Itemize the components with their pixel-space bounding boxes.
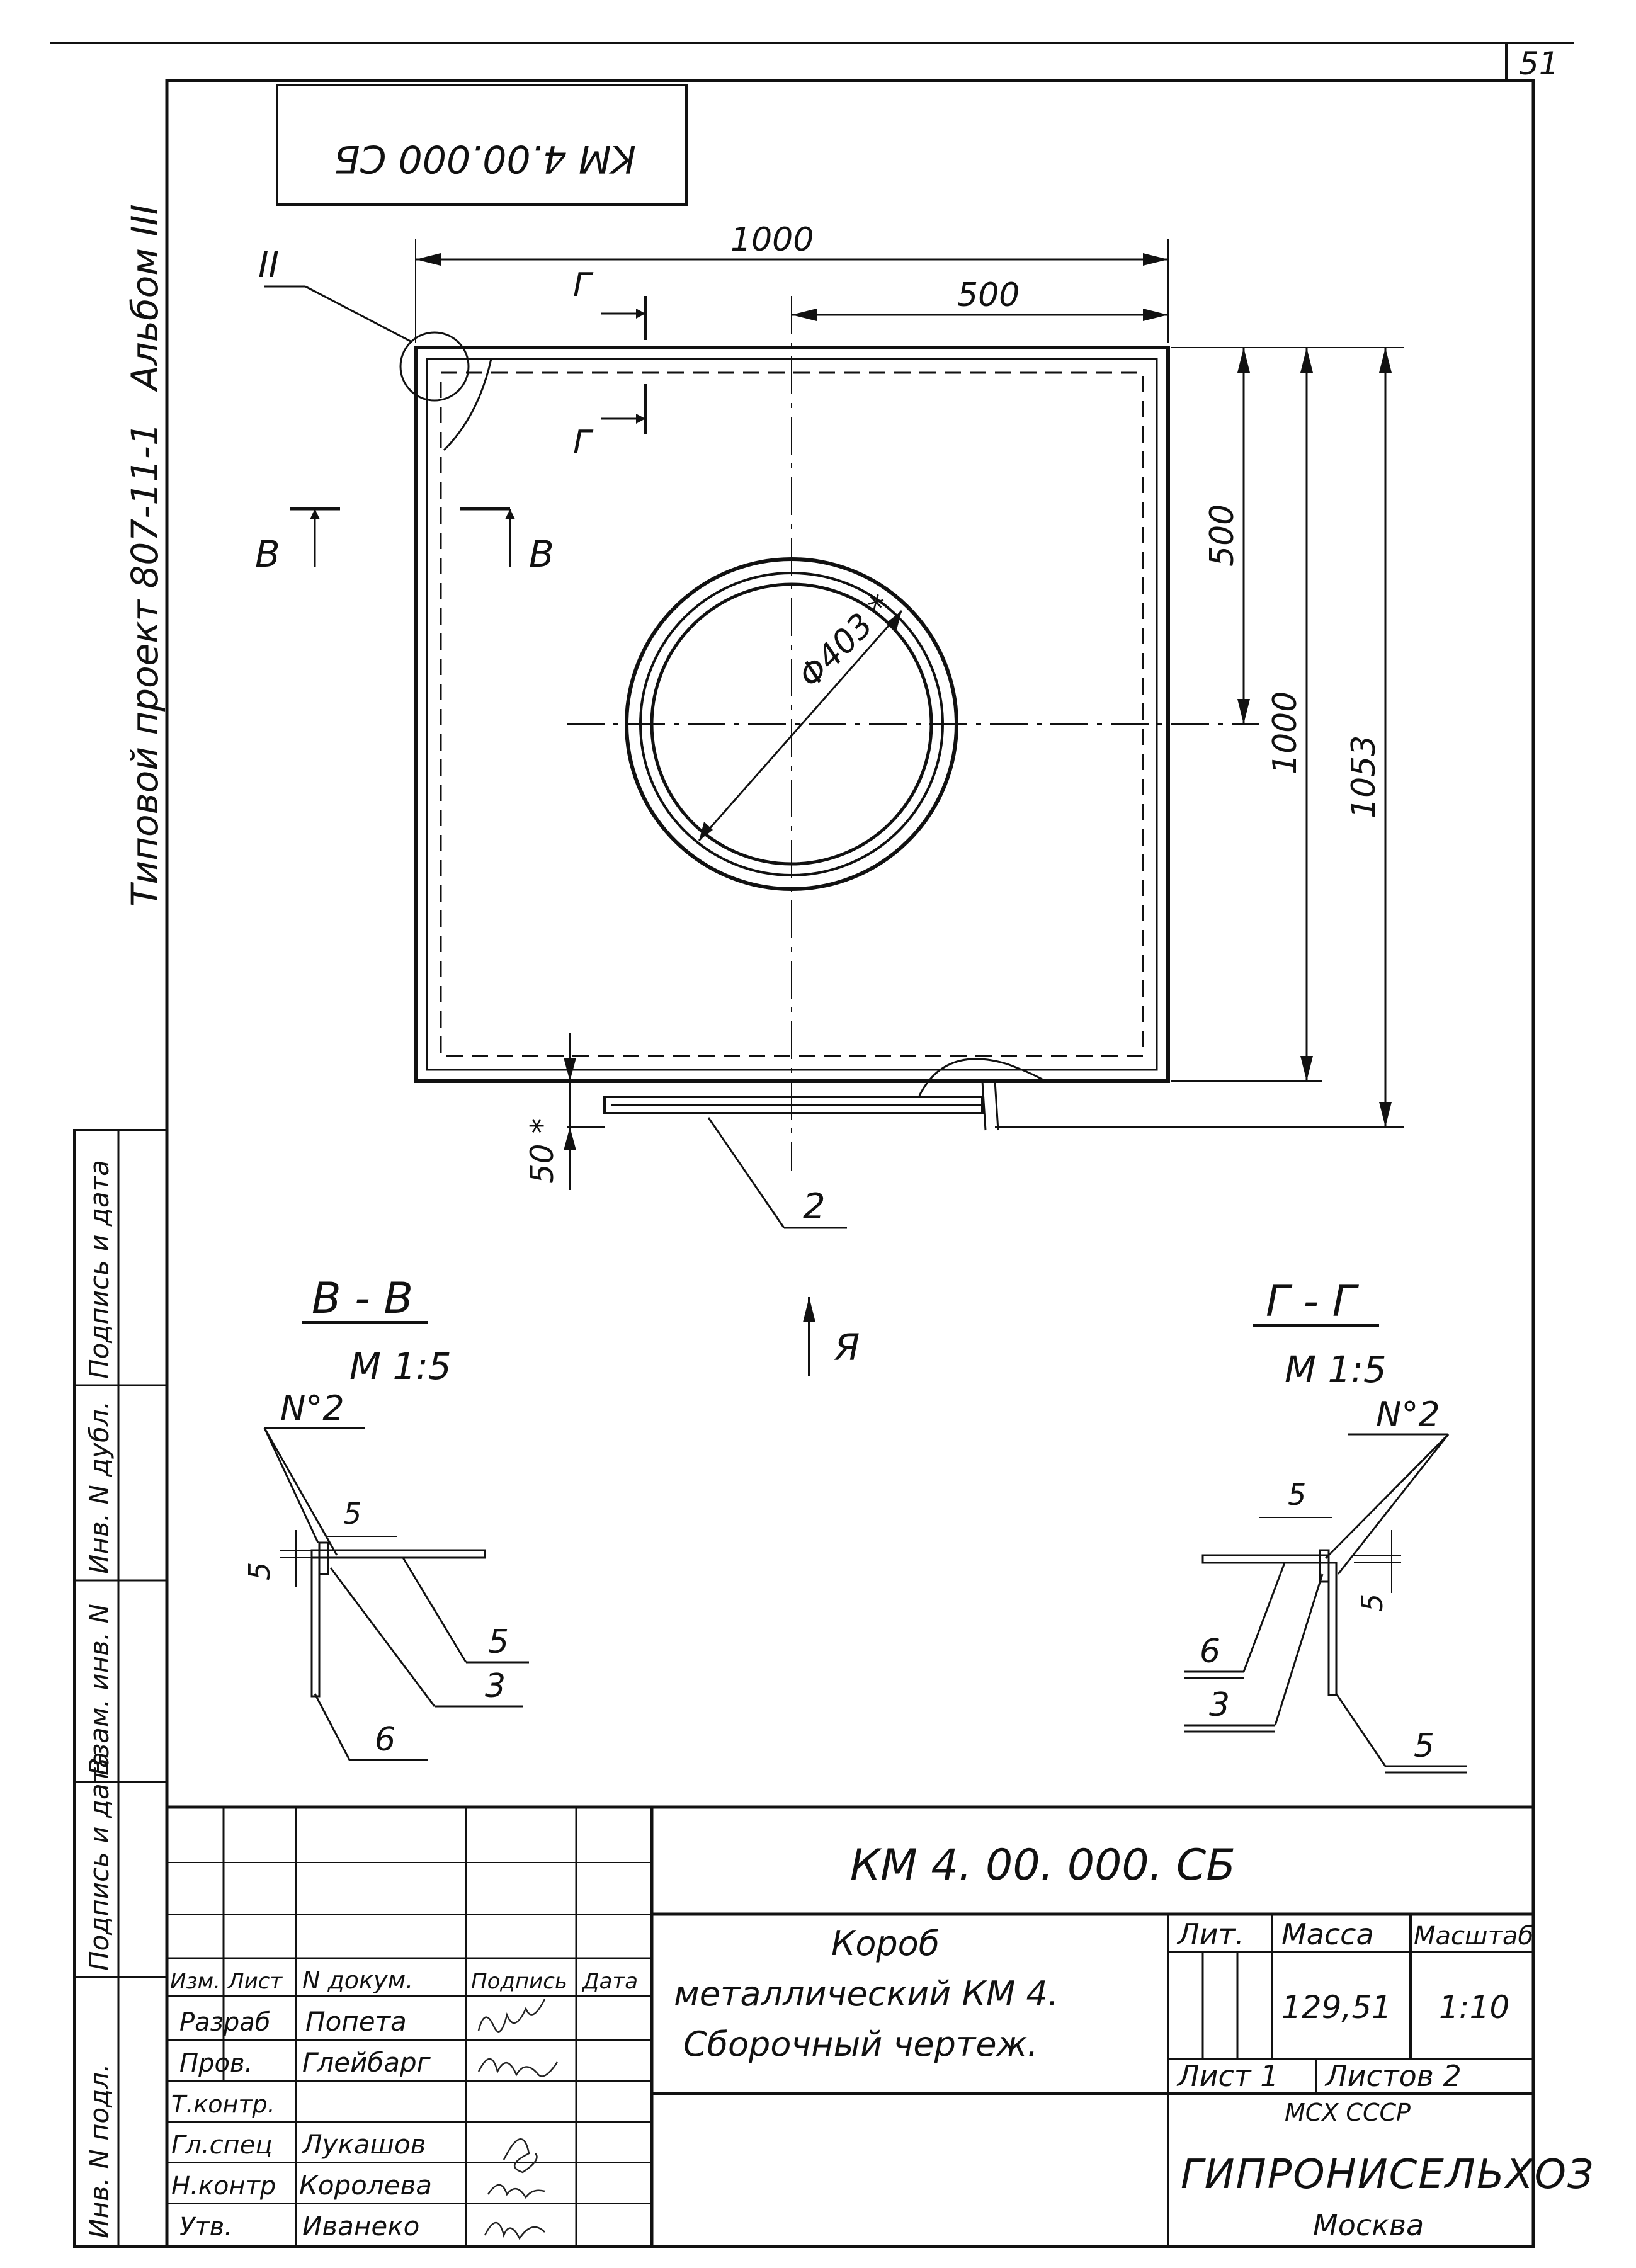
section-vv: В - В М 1:5 N°2 5 5 5 3 6: [242, 1274, 529, 1761]
dim-v-full: 1000: [1266, 691, 1304, 774]
dim-v-total: 1053: [1345, 735, 1383, 819]
tb-header-date: Дата: [581, 1969, 638, 1994]
box-hidden-edge: [440, 371, 1144, 1057]
tb-scale: 1:10: [1439, 1989, 1509, 2026]
section-gg-callout-6: 6: [1200, 1633, 1220, 1670]
tb-role-utv: Утв.: [179, 2213, 232, 2242]
callout-2: 2: [803, 1186, 826, 1227]
tb-name-prov: Глейбарг: [302, 2047, 431, 2078]
section-vv-no: N°2: [280, 1388, 344, 1428]
sheet-number: 51: [1519, 45, 1559, 82]
tb-name-razrab: Попета: [305, 2006, 407, 2037]
dim-half: 500: [957, 276, 1020, 314]
tb-role-razrab: Разраб: [179, 2008, 270, 2037]
tb-ministry: МСХ СССР: [1285, 2099, 1411, 2126]
tb-sheets: Листов 2: [1324, 2059, 1462, 2093]
section-gg-dim-5a: 5: [1288, 1478, 1306, 1512]
dim-diameter: Φ403 *: [792, 587, 900, 696]
tb-header-sign: Подпись: [471, 1969, 567, 1994]
side-field-inv-dubl: Инв. N дубл.: [84, 1401, 115, 1574]
tb-mass: 129,51: [1281, 1989, 1392, 2026]
tb-col-scale: Масштаб: [1414, 1922, 1533, 1951]
tb-role-tkontr: Т.контр.: [171, 2090, 275, 2118]
title-block: Изм. Лист N докум. Подпись Дата Разраб П…: [165, 1805, 1594, 2248]
code-rotated: KM 4.00.000 СБ: [334, 137, 636, 181]
side-field-vzam: Взам. инв. N: [84, 1604, 115, 1776]
side-stamp-strip: Подпись и дата Инв. N дубл. Взам. инв. N…: [73, 1129, 168, 2248]
section-vv-scale: М 1:5: [349, 1345, 452, 1388]
node-ii-circle: [399, 331, 470, 402]
tb-name-nkontr: Королева: [299, 2170, 432, 2201]
tb-title-line2: металлический КМ 4.: [674, 1974, 1059, 2014]
label-cut-g-bottom: Г: [573, 424, 594, 462]
side-field-podpis2: Подпись и дата: [84, 1752, 115, 1971]
section-gg-title: Г - Г: [1266, 1277, 1360, 1327]
label-cut-v-right: В: [529, 533, 554, 576]
tb-title-line3: Сборочный чертеж.: [683, 2024, 1038, 2064]
tb-name-glspec: Лукашов: [301, 2129, 426, 2160]
section-gg-no: N°2: [1376, 1395, 1440, 1434]
tb-org: ГИПРОНИСЕЛЬХОЗ: [1181, 2152, 1594, 2198]
side-field-podpis1: Подпись и дата: [84, 1160, 115, 1379]
tb-role-prov: Пров.: [179, 2049, 253, 2078]
section-vv-title: В - В: [312, 1274, 413, 1324]
code-box: [276, 84, 688, 206]
signatures: [477, 1999, 559, 2240]
section-vv-dim-5b: 5: [343, 1497, 361, 1531]
tb-header-izm: Изм.: [170, 1969, 220, 1994]
section-gg-scale: М 1:5: [1285, 1348, 1387, 1391]
tb-role-glspec: Гл.спец: [171, 2131, 273, 2160]
tb-header-doc: N докум.: [302, 1966, 413, 1994]
section-gg: Г - Г М 1:5 N°2 5 5 6 3 5: [1184, 1277, 1467, 1774]
tb-col-lit: Лит.: [1176, 1917, 1244, 1951]
tb-code: КМ 4. 00. 000. СБ: [850, 1840, 1236, 1890]
tb-title-line1: Короб: [831, 1924, 940, 1963]
label-cut-g-top: Г: [573, 266, 594, 304]
tb-city: Москва: [1313, 2208, 1424, 2242]
side-album-text: Альбом III: [123, 204, 166, 393]
tb-header-list: Лист: [227, 1969, 283, 1994]
label-node: II: [258, 245, 279, 286]
label-cut-v-left: В: [255, 533, 280, 576]
tb-role-nkontr: Н.контр: [171, 2172, 276, 2201]
tb-sheet: Лист 1: [1176, 2059, 1278, 2093]
side-field-inv-podl: Инв. N подл.: [84, 2064, 115, 2239]
section-gg-callout-3: 3: [1209, 1686, 1230, 1724]
main-view: Φ403 * 1000 500 500 1000 1053: [255, 221, 1404, 1376]
tb-name-utv: Иванеко: [302, 2211, 419, 2242]
section-vv-callout-5: 5: [488, 1623, 509, 1661]
label-view: Я: [834, 1326, 860, 1369]
section-gg-callout-5: 5: [1414, 1727, 1434, 1765]
dim-width: 1000: [730, 221, 814, 259]
side-project-text: Типовой проект 807-11-1: [123, 422, 166, 907]
tb-col-mass: Масса: [1281, 1917, 1374, 1951]
dim-flange: 50 *: [524, 1118, 560, 1184]
section-vv-callout-3: 3: [485, 1667, 506, 1705]
dim-v-half: 500: [1203, 504, 1241, 567]
section-gg-dim-5b: 5: [1355, 1594, 1389, 1612]
section-vv-callout-6: 6: [375, 1721, 395, 1759]
section-vv-dim-5a: 5: [242, 1562, 276, 1580]
